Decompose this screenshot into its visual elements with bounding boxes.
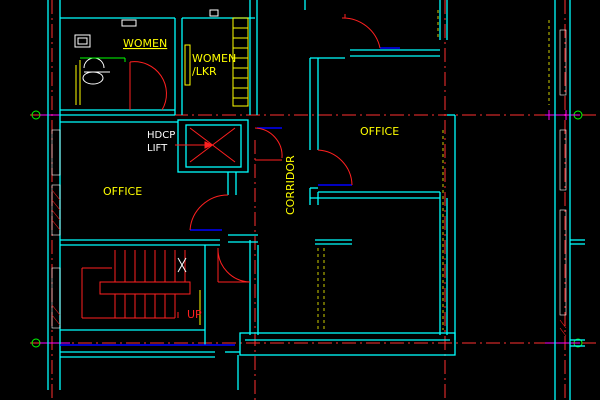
women-locker-label-line2: /LKR [192,65,217,78]
doors [129,14,381,283]
corridor-label: CORRIDOR [284,155,297,215]
hdcp-label-line1: HDCP [147,130,175,141]
office-left-label: OFFICE [103,185,142,198]
window-lines [60,47,400,346]
women-locker-label-line1: WOMEN [192,52,236,65]
stair [81,250,201,325]
fixtures [74,9,219,85]
office-right-label: OFFICE [360,125,399,138]
window-bands [51,29,567,329]
curtain-wall [437,10,550,330]
walls [47,0,585,400]
corridor-column [317,248,325,332]
stair-up-label: UP [187,308,202,321]
window-hatch [51,189,567,337]
women-room-label: WOMEN [123,37,167,50]
lockers [75,17,249,107]
hdcp-label-line2: LIFT [147,143,168,154]
